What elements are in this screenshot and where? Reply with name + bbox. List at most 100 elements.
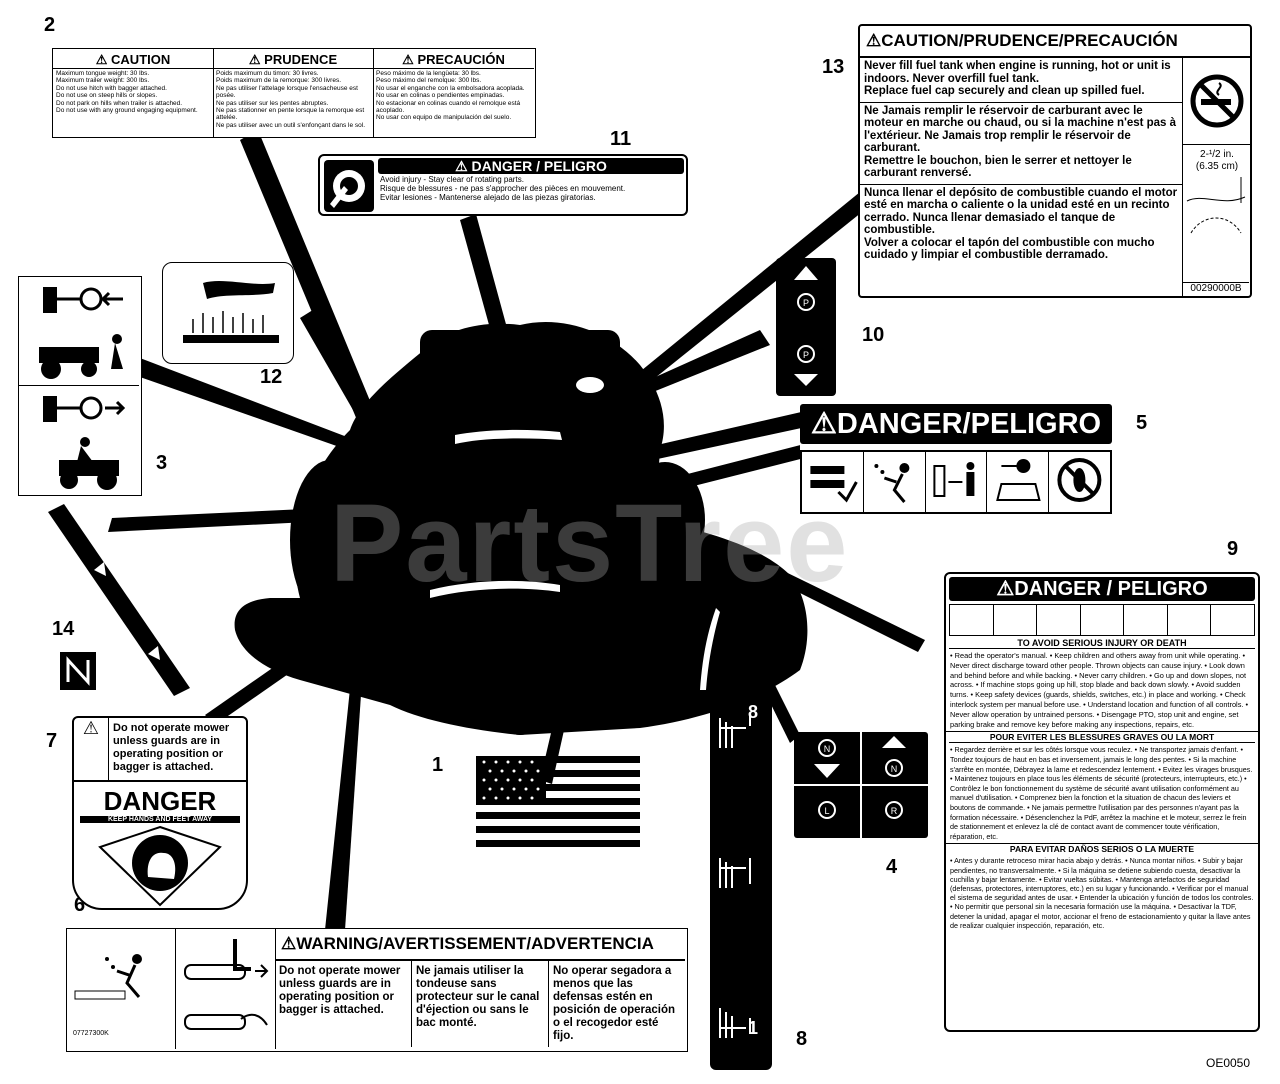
decal9-header: ⚠DANGER / PELIGRO [949, 577, 1255, 601]
callout-12: 12 [260, 366, 283, 388]
decal13-header: ⚠CAUTION/PRUDENCE/PRECAUCIÓN [860, 26, 1250, 58]
blade-icon [1211, 605, 1254, 635]
guard-position-pictogram [175, 929, 276, 1049]
no-smoking-icon [1183, 58, 1251, 145]
fuel-level-icon [1186, 177, 1246, 234]
mower-highlights [430, 377, 720, 690]
figure-code: OE0050 [1206, 1056, 1251, 1070]
decal9-sub-es: PARA EVITAR DAÑOS SERIOS O LA MUERTE [1009, 844, 1195, 855]
decal11-title: DANGER / PELIGRO [471, 158, 607, 174]
decal2-es-line: No usar con equipo de manipulación del s… [376, 114, 512, 122]
svg-text:P: P [803, 350, 809, 360]
decal9-title: DANGER / PELIGRO [1014, 578, 1208, 600]
decal-10-park-controls: P P [776, 258, 836, 396]
warning-triangle-icon: ⚠ [248, 52, 261, 67]
hand-blade-icon [98, 825, 222, 907]
decal7-keep-away: KEEP HANDS AND FEET AWAY [80, 816, 240, 823]
callout-1: 1 [432, 754, 444, 776]
decal9-body-es: • Antes y durante retroceso mirar hacia … [950, 856, 1254, 930]
decal-12-hot-surface [162, 262, 294, 364]
decal6-fr: Ne jamais utiliser la tondeuse sans prot… [412, 961, 549, 1047]
decal2-fr-line: Ne pas utiliser sur les pentes abruptes. [216, 99, 329, 107]
decal11-line: Evitar lesiones - Mantenerse alejado de … [380, 192, 596, 202]
warning-triangle-icon: ⚠ [866, 31, 882, 50]
decal13-en-line: Never fill fuel tank when engine is runn… [864, 60, 1171, 85]
decal2-en-line: Do not use on steep hills or slopes. [56, 92, 158, 100]
decal2-en-line: Do not park on hills when trailer is att… [56, 99, 183, 107]
decal8-bottom-label: 1 [748, 1018, 759, 1038]
svg-text:P: P [803, 298, 809, 308]
hand-in-gear-icon [324, 160, 374, 212]
warning-triangle-icon: ⚠ [402, 52, 414, 67]
remove-key-icon [987, 452, 1050, 512]
decal13-en-line: Replace fuel cap securely and clean up s… [864, 85, 1145, 97]
decal-8-height-adjust: 8 1 [710, 688, 772, 1070]
decal2-en-line: Maximum tongue weight: 30 lbs. [56, 70, 150, 77]
decal2-en-line: Do not use with any ground engaging equi… [56, 107, 198, 115]
decal-7-guard-danger: ⚠ Do not operate mower unless guards are… [72, 716, 248, 910]
bystander-icon [994, 605, 1038, 635]
decal2-fr-line: Poids maximum de la remorque: 300 livres… [216, 77, 341, 85]
decal11-line: Avoid injury - Stay clear of rotating pa… [380, 175, 524, 184]
decal8-top-label: 8 [748, 702, 759, 722]
hand-heat-icon [183, 281, 279, 343]
decal-9-danger-instructions: ⚠DANGER / PELIGRO TO AVOID SERIOUS INJUR… [944, 572, 1260, 1032]
svg-text:L: L [824, 806, 829, 816]
svg-text:N: N [824, 744, 831, 754]
pull-hitch-icon [19, 287, 139, 386]
callout-8-bottom: 8 [796, 1028, 808, 1050]
callout-14: 14 [52, 618, 75, 640]
no-step-icon [1049, 452, 1110, 512]
decal7-text: Do not operate mower unless guards are i… [113, 722, 230, 773]
thrown-object-icon [1037, 605, 1081, 635]
warning-triangle-icon: ⚠ [74, 718, 109, 780]
decal13-fr-line: Ne Jamais remplir le réservoir de carbur… [864, 104, 1177, 155]
decal13-part-number: 00290000B [1183, 282, 1249, 294]
precaucion-title: PRECAUCIÓN [417, 52, 505, 67]
keep-distance-icon [926, 452, 988, 512]
callout-9: 9 [1227, 538, 1239, 560]
callout-7: 7 [46, 730, 58, 752]
decal-4-drive-controls: N N L R [794, 732, 928, 838]
callout-10: 10 [862, 324, 885, 346]
decal-3-tow-hitch [18, 276, 142, 496]
decal2-es-line: No estacionar en colinas cuando el remol… [376, 99, 521, 115]
decal9-sub-fr: POUR EVITER LES BLESSURES GRAVES OU LA M… [949, 732, 1255, 744]
decal-11-rotating-parts: ⚠ DANGER / PELIGRO Avoid injury - Stay c… [318, 154, 688, 216]
callout-11: 11 [610, 128, 632, 150]
decal2-es-line: Peso máximo del remolque: 300 lbs. [376, 77, 482, 85]
push-hitch-icon [43, 396, 126, 490]
decal11-header: ⚠ DANGER / PELIGRO [378, 158, 684, 174]
decal7-danger: DANGER [103, 786, 217, 816]
backing-icon [1168, 605, 1212, 635]
decal6-en: Do not operate mower unless guards are i… [275, 961, 412, 1047]
decal9-body-en: • Read the operator's manual. • Keep chi… [946, 649, 1258, 733]
svg-text:R: R [891, 806, 898, 816]
decal-6-guard-warning: 07727300K ⚠WARNING/AVERTISSEMENT/ADVERTE… [66, 928, 688, 1052]
slope-icon [1124, 605, 1168, 635]
decal-5-danger-pictograms: ⚠DANGER/PELIGRO [800, 404, 1112, 514]
thrown-object-pictogram: 07727300K [67, 929, 176, 1049]
decal6-es: No operar segadora a menos que las defen… [553, 965, 676, 1042]
warning-triangle-icon: ⚠ [281, 934, 297, 953]
decal2-fr-line: Poids maximum du timon: 30 livres. [216, 70, 319, 77]
decal-2-hitch-caution: ⚠ CAUTION Maximum tongue weight: 30 lbs.… [52, 48, 536, 138]
caution-title: CAUTION [111, 52, 171, 67]
callout-3: 3 [156, 452, 168, 474]
decal2-fr-line: Ne pas utiliser l'attelage lorsque l'ens… [216, 84, 358, 100]
decal6-part-number: 07727300K [73, 1030, 109, 1037]
decal2-en-line: Maximum trailer weight: 300 lbs. [56, 77, 150, 85]
decal13-es-line: Nunca llenar el depósito de combustible … [864, 186, 1178, 237]
read-manual-icon [802, 452, 864, 512]
decal2-fr-line: Ne pas utiliser avec un outil s'enfonçan… [216, 121, 366, 129]
watermark: PartsTree [330, 482, 850, 605]
callout-5: 5 [1136, 412, 1148, 434]
no-riders-icon [1081, 605, 1125, 635]
prudence-title: PRUDENCE [264, 52, 338, 67]
warning-triangle-icon: ⚠ [455, 158, 468, 174]
decal6-title: WARNING/AVERTISSEMENT/ADVERTENCIA [296, 934, 654, 953]
warning-triangle-icon: ⚠ [996, 578, 1015, 600]
decal2-fr-line: Ne pas stationner en pente lorsque la re… [216, 107, 365, 122]
us-flag-decal [476, 756, 640, 847]
